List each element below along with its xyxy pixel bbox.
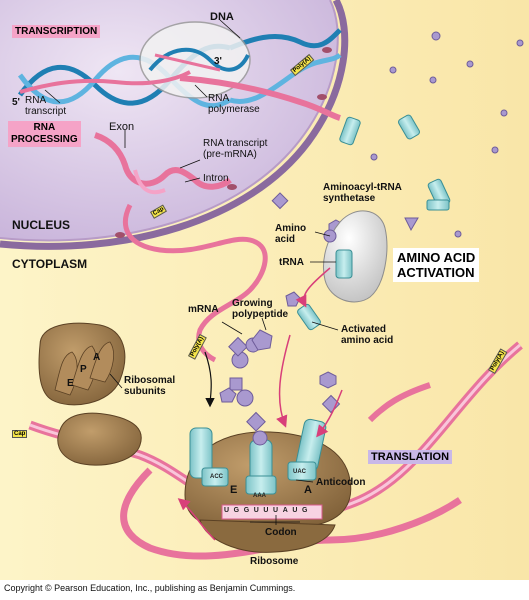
leader-lines [44, 19, 339, 525]
amino-acid-label: Amino acid [275, 223, 307, 245]
mrna-export-strand [123, 203, 268, 363]
polypeptide-chain [228, 329, 273, 446]
trna-label: tRNA [279, 257, 304, 268]
processed-mrna-loop [93, 132, 232, 190]
pre-mrna-ribbon [179, 75, 341, 121]
ribosomal-subunits [38, 322, 142, 466]
anticodon-label: Anticodon [316, 477, 366, 488]
codon-label: Codon [265, 527, 297, 538]
subunit-site-p: P [80, 364, 87, 375]
cytoplasm-label: CYTOPLASM [12, 257, 88, 271]
trna-at-ribosome [189, 418, 327, 495]
rna-polymerase-label: RNA polymerase [208, 93, 260, 115]
ribosome-site-a: A [304, 484, 312, 496]
translation-tag: TRANSLATION [368, 450, 453, 464]
copyright-notice: Copyright © Pearson Education, Inc., pub… [4, 583, 296, 593]
nuclear-envelope-inner [0, 0, 339, 242]
nuclear-pores [115, 47, 332, 238]
pre-mrna-label: RNA transcript (pre-mRNA) [203, 138, 268, 160]
nuclear-envelope [0, 0, 349, 250]
amino-acid-activation-label: AMINO ACID ACTIVATION [393, 248, 480, 282]
five-prime-label: 5' [12, 97, 20, 108]
cap-tag-ribosome: Cap [12, 430, 28, 438]
anticodon-bases-p: AAA [253, 493, 266, 499]
subunit-site-e: E [67, 378, 74, 389]
mrna-label: mRNA [188, 304, 219, 315]
intron-label: Intron [203, 173, 229, 184]
free-trnas [297, 114, 451, 331]
nucleus-region [0, 0, 338, 241]
transcription-tag: TRANSCRIPTION [12, 25, 101, 38]
dna-label: DNA [210, 11, 234, 23]
nucleus-label: NUCLEUS [12, 218, 71, 232]
growing-polypeptide-label: Growing polypeptide [232, 298, 289, 320]
aminoacyl-synthetase-label: Aminoacyl-tRNA synthetase [323, 182, 402, 204]
exon-label: Exon [109, 121, 135, 133]
rna-transcript-strand [19, 70, 191, 94]
ribosome-site-e: E [230, 484, 238, 496]
mrna-codon-bases: UGGUUUAUG [224, 507, 313, 514]
anticodon-bases-e: ACC [210, 474, 223, 480]
ribosome-label: Ribosome [250, 556, 299, 567]
subunit-site-a: A [93, 352, 101, 363]
activated-amino-acid-label: Activated amino acid [341, 324, 394, 346]
rna-processing-tag: RNA PROCESSING [8, 121, 81, 147]
ribosomal-subunits-label: Ribosomal subunits [124, 375, 176, 397]
synthetase-enzyme [322, 210, 388, 303]
anticodon-bases-a: UAC [293, 469, 306, 475]
rna-transcript-label: RNA transcript [25, 95, 67, 117]
three-prime-label: 3' [214, 56, 222, 67]
